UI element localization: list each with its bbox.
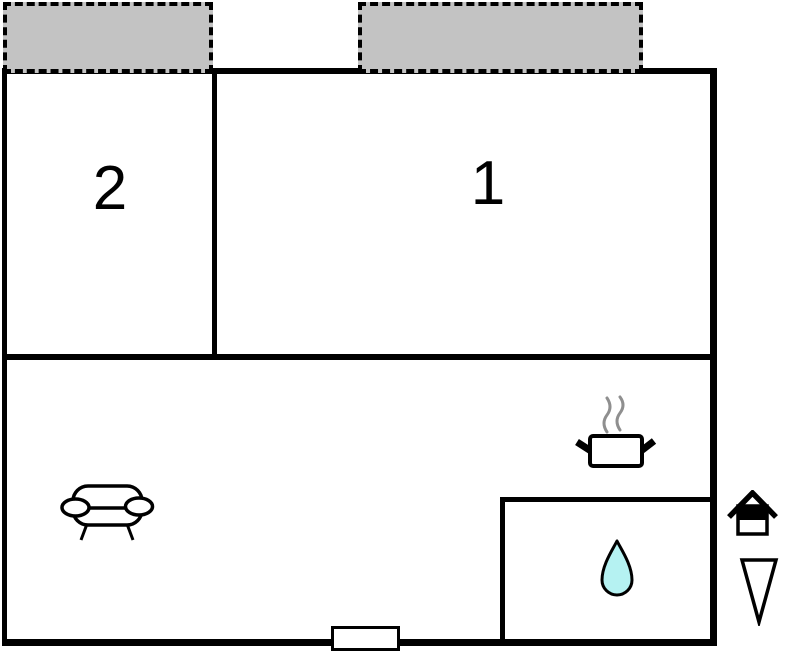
house-entrance-icon	[727, 490, 778, 536]
room-label-1: 1	[470, 149, 506, 218]
water-drop-icon	[600, 539, 634, 597]
sofa-icon	[60, 484, 155, 541]
room-label-2: 2	[92, 154, 128, 223]
terrace-right	[358, 2, 643, 73]
north-arrow-icon	[739, 558, 779, 626]
steam-icon	[602, 395, 625, 434]
terrace-left	[3, 2, 213, 73]
wall-room-divider	[212, 74, 217, 354]
wall-bathroom-top	[500, 497, 710, 502]
wall-bathroom-left	[500, 497, 505, 639]
wall-mid-horizontal	[2, 354, 717, 360]
door-marker	[331, 626, 400, 651]
cooking-pot-icon	[575, 395, 657, 468]
